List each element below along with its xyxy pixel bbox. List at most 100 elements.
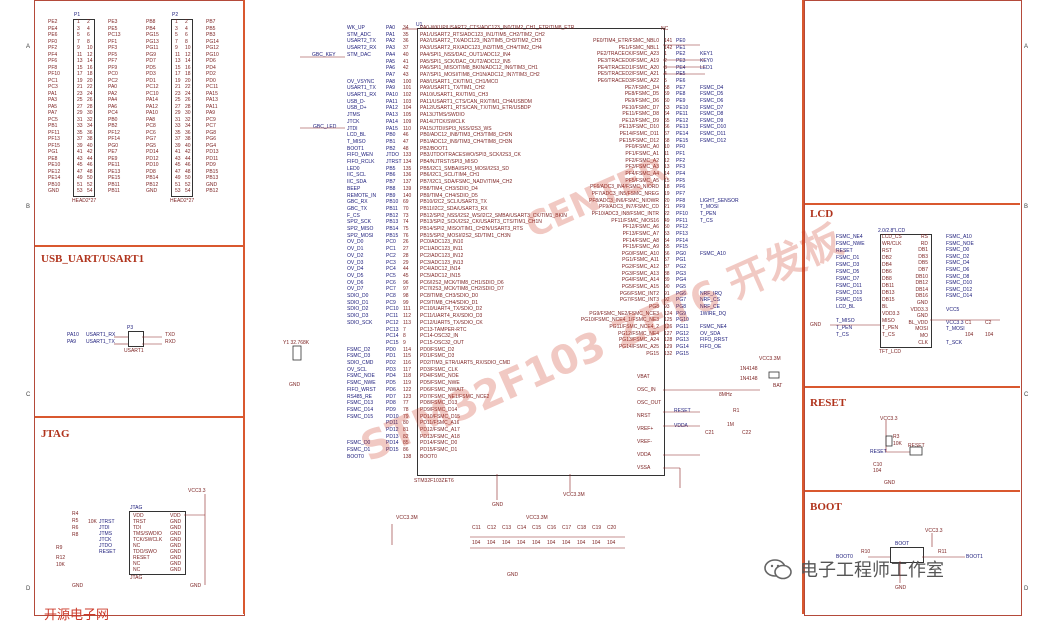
- mcu-left-pin-number: 134: [403, 159, 412, 165]
- mcu-left-function: PA15/JTDI/SPI3_NSS/I2S3_WS: [420, 125, 492, 132]
- mcu-left-pin-number: 36: [403, 38, 409, 45]
- mcu-left-net: FSMC_D0: [347, 440, 371, 447]
- mcu-right-port: PF6: [676, 184, 686, 191]
- edge-label-d-right: D: [1024, 586, 1029, 592]
- mcu-chip: [417, 28, 665, 476]
- lcd-left-net: FSMC_D3: [836, 262, 860, 268]
- header-pin-net: PE8: [48, 155, 58, 162]
- header-pin-net: PD5: [146, 64, 156, 71]
- mcu-left-port: PC10: [386, 306, 399, 313]
- mcu-left-port: PA13: [386, 112, 398, 119]
- mcu-left-port: PB8: [386, 185, 396, 192]
- mcu-left-pin-number: 137: [403, 179, 412, 186]
- mcu-left-pin-number: 109: [403, 118, 412, 125]
- lcd-right-pin: GND: [916, 300, 928, 306]
- jtag-pin-left: NC: [133, 567, 141, 573]
- mcu-left-pin-number: 28: [403, 252, 409, 259]
- lcd-left-net: FSMC_D15: [836, 297, 863, 303]
- header-pin-number: 10: [87, 45, 93, 51]
- header-pin-net: PE5: [108, 25, 118, 32]
- mcu-left-pin-number: 119: [403, 380, 411, 387]
- jtag-pin-right: GND: [170, 531, 182, 537]
- header-pin-number: 14: [87, 58, 93, 64]
- mcu-left-net: LED0: [347, 165, 360, 172]
- header-pin-net: PF4: [48, 51, 58, 58]
- mcu-left-pin-number: 77: [403, 400, 409, 407]
- lcd-left-net: T_MISO: [836, 318, 855, 324]
- mcu-right-port: PG3: [676, 270, 687, 277]
- mcu-right-pin-number: 20: [664, 197, 670, 204]
- mcu-vcc-bottom: VCC3.3M: [563, 492, 585, 498]
- lcd-gnd: GND: [810, 322, 822, 328]
- header-pin-number: 30: [87, 110, 93, 116]
- mcu-right-function: PE8/FSMC_D5: [624, 91, 659, 98]
- mcu-right-port: PE13: [676, 124, 689, 131]
- mcu-left-net: SPI2_MISO: [347, 226, 374, 232]
- header-pin-net: PG10: [206, 51, 219, 58]
- mcu-left-function: PD1/FSMC_D3: [420, 353, 455, 360]
- mcu-left-function: PA10/USART1_RX/TIM1_CH3: [420, 92, 489, 98]
- lcd-left-net: T_PEN: [836, 325, 853, 331]
- header-pin-net: PB12: [146, 181, 159, 188]
- lcd-right-pin: MO: [919, 333, 928, 339]
- mcu-left-pin-number: 112: [403, 313, 411, 320]
- header-pin-net: PB5: [206, 25, 216, 32]
- mcu-right-pin-number: 59: [664, 91, 670, 98]
- header-pin-number: 5: [175, 32, 178, 38]
- mcu-left-pin-number: 82: [403, 433, 409, 440]
- header-pin-number: 53: [175, 188, 181, 194]
- header-pin-net: PD1: [146, 77, 156, 84]
- mcu-right-port: PE7: [676, 84, 686, 91]
- mcu-left-port: PD11: [386, 420, 399, 427]
- header-pin-net: PG6: [206, 136, 217, 142]
- header-pin-number: 52: [185, 181, 191, 188]
- mcu-right-port: PG14: [676, 343, 689, 350]
- p2-ref: P2: [172, 12, 179, 18]
- mcu-left-port: PA5: [386, 58, 396, 65]
- mcu-right-port: PG6: [676, 290, 687, 297]
- lcd-right-net: FSMC_D0: [946, 247, 970, 254]
- jtag-vcc: VCC3.3: [188, 488, 206, 494]
- mcu-right-pin-number: 68: [664, 137, 670, 144]
- mcu-right-net: FSMC_D11: [700, 131, 726, 138]
- edge-label-b-right: B: [1024, 204, 1029, 210]
- jtag-connector: [129, 511, 186, 575]
- mcu-left-port: PC6: [386, 279, 396, 286]
- header-pin-net: PB0: [108, 116, 118, 123]
- mcu-left-function: PB15/SPI2_MOSI/I2S2_SD/TIM1_CH3N: [420, 232, 511, 239]
- header-pin-number: 31: [77, 116, 83, 123]
- lcd-left-pin: T_PEN: [882, 325, 899, 331]
- mcu-left-pin-number: 40: [403, 51, 409, 58]
- header-pin-number: 7: [175, 38, 178, 45]
- mcu-left-function: PD11/FSMC_A16: [420, 420, 460, 427]
- header-pin-net: PG5: [146, 142, 157, 149]
- mcu-power-pin: VDDA: [637, 452, 651, 458]
- mcu-left-pin-number: 102: [403, 92, 412, 98]
- mcu-right-port: PE3: [676, 57, 686, 64]
- mcu-left-port: PA2: [386, 38, 396, 45]
- mcu-left-pin-number: 37: [403, 45, 409, 52]
- usart-ref: P3: [127, 325, 134, 331]
- mcu-right-function: PE10/FSMC_D7: [622, 104, 659, 111]
- logo-text: 电子工程师工作室: [800, 560, 944, 581]
- mcu-right-pin-number: 141: [664, 38, 673, 44]
- lcd-right-net: FSMC_D8: [946, 273, 970, 280]
- header-pin-number: 2: [185, 19, 188, 25]
- header-pin-net: PD8: [146, 168, 156, 175]
- mcu-right-function: PF0/FSMC_A0: [625, 144, 659, 151]
- mcu-left-net: SDIO_SCK: [347, 319, 373, 326]
- header-pin-net: PD11: [206, 155, 219, 162]
- mcu-right-port: PE2: [676, 51, 686, 58]
- mcu-right-pin-number: 63: [664, 104, 670, 111]
- mcu-left-port: PC14: [386, 333, 399, 340]
- mcu-left-net: IIC_SDA: [347, 179, 367, 186]
- filter-cap-value: 104: [532, 540, 541, 546]
- header-pin-number: 10: [185, 45, 191, 51]
- header-pin-net: PF8: [48, 64, 58, 71]
- mcu-power-pin: OSC_OUT: [637, 400, 662, 406]
- header-pin-number: 8: [185, 38, 188, 45]
- usb-uart-title: USB_UART/USART1: [41, 253, 145, 265]
- jtag-signal: JTRST: [99, 519, 115, 525]
- mcu-left-pin-number: 46: [403, 132, 409, 139]
- jtag-gnd-left: GND: [72, 583, 84, 589]
